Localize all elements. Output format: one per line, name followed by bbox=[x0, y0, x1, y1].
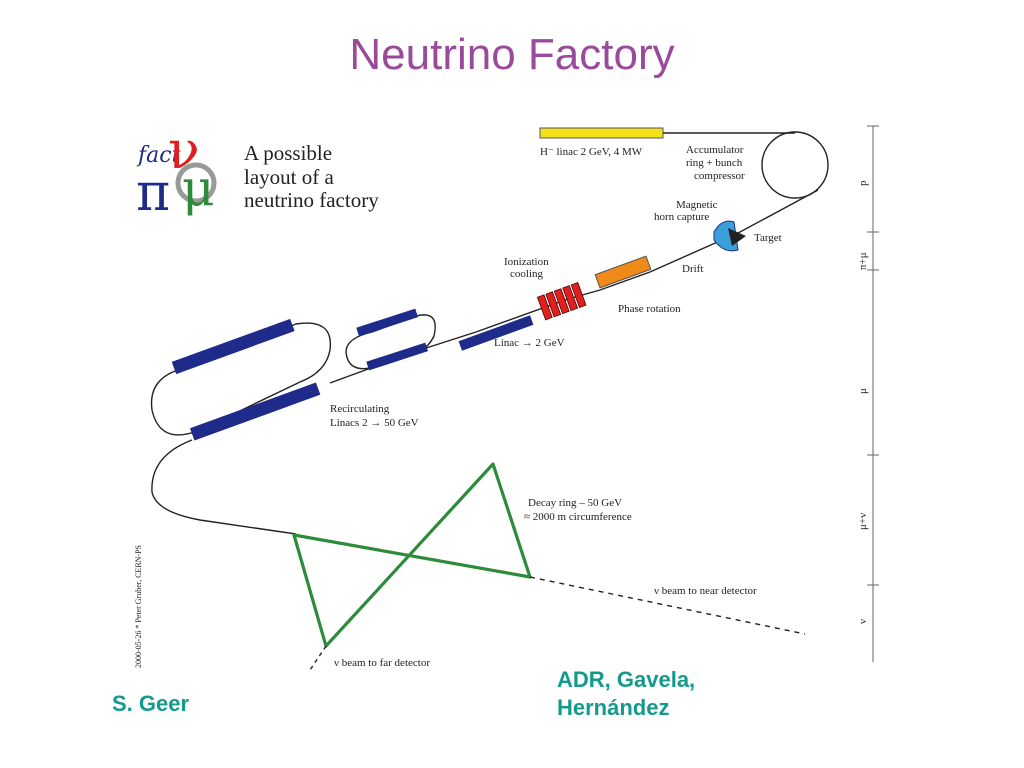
small-loop-linac-upper bbox=[356, 308, 419, 337]
horn-label-2: horn capture bbox=[654, 211, 709, 223]
accumulator-label-1: Accumulator bbox=[686, 144, 744, 156]
decay-ring-label-1: Decay ring – 50 GeV bbox=[528, 497, 622, 509]
cooling-cell bbox=[536, 294, 553, 321]
near-detector-beam bbox=[529, 576, 806, 635]
factory-logo: fact ν π μ A possible layout of a neutri… bbox=[136, 121, 379, 223]
logo-heading-line3: neutrino factory bbox=[244, 188, 379, 212]
far-detector-label: ν beam to far detector bbox=[334, 657, 430, 669]
author-credit-right: ADR, Gavela, Hernández bbox=[557, 666, 695, 722]
scale-label-nu: ν bbox=[857, 619, 869, 624]
small-loop-linac-lower bbox=[366, 342, 429, 371]
logo-fact-text: fact bbox=[136, 143, 181, 168]
scale-label-mu: μ bbox=[857, 388, 869, 394]
author-credit-right-line2: Hernández bbox=[557, 695, 670, 720]
ionization-cooling-cells bbox=[536, 282, 587, 321]
cooling-cell bbox=[545, 291, 562, 318]
target-element bbox=[728, 228, 746, 246]
accumulator-ring bbox=[761, 131, 829, 199]
logo-pi-glyph: π bbox=[136, 163, 170, 223]
scale-label-pi-mu: π+μ bbox=[857, 252, 869, 270]
h-linac-label: H⁻ linac 2 GeV, 4 MW bbox=[540, 146, 643, 158]
transfer-line-to-decay-ring bbox=[151, 439, 297, 535]
logo-ring bbox=[175, 162, 217, 204]
linac-2gev bbox=[458, 315, 534, 351]
cooling-cell bbox=[570, 282, 587, 309]
target-label: Target bbox=[754, 232, 782, 244]
large-loop-linac-upper bbox=[171, 318, 295, 375]
slide-title: Neutrino Factory bbox=[349, 30, 675, 79]
phase-rotation-element bbox=[594, 255, 652, 289]
accumulator-label-2: ring + bunch bbox=[686, 157, 743, 169]
logo-heading-line2: layout of a bbox=[244, 165, 334, 189]
far-detector-beam bbox=[309, 645, 327, 671]
decay-ring bbox=[292, 462, 532, 648]
recirculating-label-1: Recirculating bbox=[330, 403, 390, 415]
linac-2gev-label: Linac → 2 GeV bbox=[494, 337, 565, 349]
ionization-label-2: cooling bbox=[510, 268, 543, 280]
scale-label-mu-nu: μ+ν bbox=[857, 513, 869, 530]
drift-label: Drift bbox=[682, 263, 703, 275]
author-credit-right-line1: ADR, Gavela, bbox=[557, 667, 696, 692]
large-recirculation-loop bbox=[150, 322, 332, 436]
large-loop-linac-lower bbox=[189, 382, 321, 441]
author-credit-left: S. Geer bbox=[112, 691, 190, 716]
scale-label-p: p bbox=[857, 180, 869, 186]
particle-scale: p π+μ μ μ+ν ν bbox=[857, 125, 879, 662]
phase-rotation-label: Phase rotation bbox=[618, 303, 681, 315]
h-linac bbox=[539, 127, 664, 139]
cooling-cell bbox=[562, 285, 579, 312]
accumulator-label-3: compressor bbox=[694, 170, 745, 182]
logo-heading-line1: A possible bbox=[244, 141, 332, 165]
ionization-label-1: Ionization bbox=[504, 256, 549, 268]
vertical-credit-text: 2000-05-26 * Peter Gruber, CERN-PS bbox=[134, 545, 143, 668]
near-detector-label: ν beam to near detector bbox=[654, 585, 757, 597]
recirculating-label-2: Linacs 2 → 50 GeV bbox=[330, 417, 419, 429]
logo-mu-glyph: μ bbox=[182, 159, 215, 217]
horn-label-1: Magnetic bbox=[676, 199, 718, 211]
cooling-cell bbox=[553, 288, 570, 315]
decay-ring-label-2: ≈ 2000 m circumference bbox=[524, 511, 632, 523]
